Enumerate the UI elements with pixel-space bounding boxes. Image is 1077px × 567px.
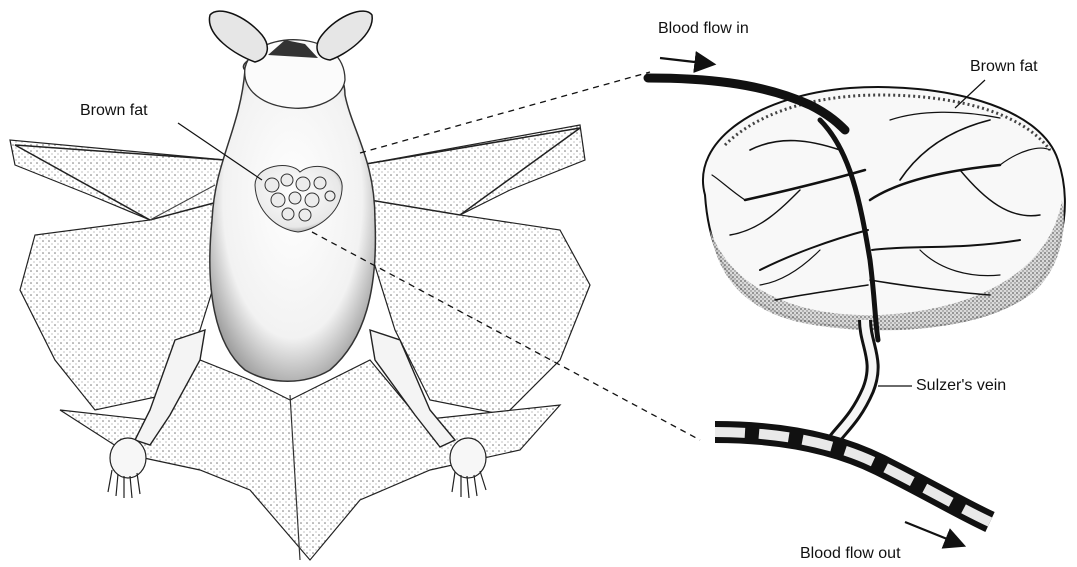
brown-fat-detail (648, 58, 1065, 545)
bat-illustration (10, 11, 590, 560)
left-foot (108, 438, 146, 498)
brown-fat-label-bat: Brown fat (80, 102, 148, 120)
outflow-vessel (715, 432, 990, 522)
blood-flow-in-label: Blood flow in (658, 20, 749, 38)
right-foot (450, 438, 486, 498)
left-ear (209, 11, 267, 62)
brown-fat-label-detail: Brown fat (970, 58, 1038, 76)
sulzers-vein-label: Sulzer's vein (916, 377, 1006, 395)
blood-flow-out-arrow (905, 522, 962, 545)
blood-flow-in-arrow (660, 58, 712, 64)
right-ear (317, 11, 372, 60)
blood-flow-out-label: Blood flow out (800, 545, 901, 563)
